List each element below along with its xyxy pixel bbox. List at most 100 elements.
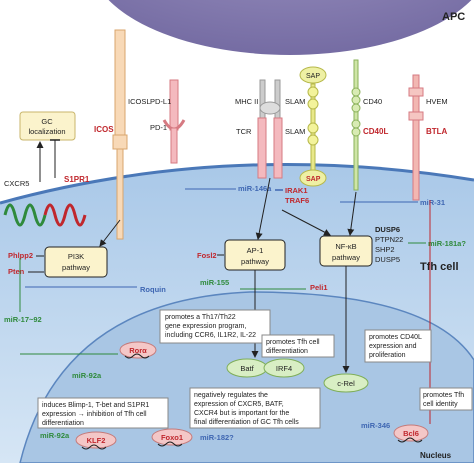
mir31-label: miR-31 — [420, 198, 445, 207]
note-rora: promotes a Th17/Th22 gene expression pro… — [159, 309, 271, 344]
tcr-to-nfkb-arrow — [281, 209, 331, 236]
shp2-label: SHP2 — [375, 245, 395, 254]
peli1-label: Peli1 — [310, 283, 328, 292]
bcl6-mrna — [397, 437, 423, 443]
s1pr1-label: S1PR1 — [64, 175, 90, 184]
tfh-membrane — [0, 163, 474, 205]
note-klf2-line-2: expression → inhibition of Tfh cell — [42, 411, 147, 418]
mhc2-left — [259, 79, 266, 121]
note-batf: promotes Tfh cell differentiation — [261, 334, 335, 358]
nfkb-label-1: NF-κB — [335, 242, 356, 251]
s1pr1-coil — [43, 203, 87, 227]
gc-localization-box — [19, 111, 76, 141]
ap1-label-1: AP-1 — [247, 246, 264, 255]
nucleus-label: Nucleus — [420, 451, 452, 460]
slam-right-label: SLAM — [285, 127, 305, 136]
mir182-label: miR-182? — [200, 433, 234, 442]
traf6-label: TRAF6 — [285, 196, 309, 205]
note-rora-line-2: gene expression program, — [165, 323, 246, 330]
note-crel-line-3: proliferation — [369, 352, 406, 359]
mir1792-label: miR-17~92 — [4, 315, 42, 324]
sap-top-shape — [299, 66, 327, 84]
note-klf2-line-1: induces Blimp-1, T-bet and S1PR1 — [42, 402, 149, 409]
note-rora-line-3: including CCR6, IL1R2, IL-22 — [165, 332, 256, 339]
ptpn22-label: PTPN22 — [375, 235, 403, 244]
dusp5-label: DUSP5 — [375, 255, 400, 264]
tfh-cell-label: Tfh cell — [420, 261, 459, 273]
note-batf-line-1: promotes Tfh cell — [266, 339, 320, 346]
cxcr5-label: CXCR5 — [4, 179, 29, 188]
tcr-alpha — [257, 117, 267, 179]
note-foxo1: negatively regulates the expression of C… — [189, 387, 321, 429]
hvem-label: HVEM — [426, 97, 448, 106]
cxcr5-coil — [3, 203, 47, 227]
phlpp2-label: Phlpp2 — [8, 251, 33, 260]
note-foxo1-line-4: final differentiation of GC Tfh cells — [194, 419, 299, 426]
icosl-receptor — [114, 29, 126, 141]
note-klf2-line-3: differentiation — [42, 420, 84, 427]
cd40-to-nfkb-arrow — [347, 191, 357, 236]
irak1-label: IRAK1 — [285, 186, 308, 195]
irf4-node — [263, 358, 305, 378]
pi3k-label-2: pathway — [62, 263, 90, 272]
foxo1-label: Foxo1 — [161, 433, 183, 442]
bcl6-label: Bcl6 — [403, 429, 419, 438]
tcr-beta — [273, 117, 283, 179]
tcr-label: TCR — [236, 127, 252, 136]
foxo1-mrna — [157, 441, 183, 447]
note-foxo1-line-1: negatively regulates the — [194, 392, 268, 399]
crel-node — [323, 373, 369, 393]
nfkb-label-2: pathway — [332, 253, 360, 262]
icosl-label: ICOSL — [128, 97, 151, 106]
bcl6-node — [393, 424, 429, 442]
note-bcl6-line-1: promotes Tfh — [423, 392, 464, 399]
apc-cell — [108, 0, 472, 55]
note-crel-line-1: promotes CD40L — [369, 334, 422, 341]
klf2-label: KLF2 — [87, 436, 106, 445]
sap-top-label: SAP — [306, 73, 320, 80]
ap1-label-2: pathway — [241, 257, 269, 266]
roquin-label: Roquin — [140, 285, 166, 294]
cd40-label: CD40 — [363, 97, 382, 106]
apc-label: APC — [442, 11, 465, 23]
foxo1-node — [151, 428, 193, 446]
pten-label: Pten — [8, 267, 25, 276]
mhc2-groove — [259, 101, 281, 115]
hvem-receptor — [408, 74, 424, 201]
irf4-label: IRF4 — [276, 364, 292, 373]
klf2-mrna — [81, 444, 107, 450]
note-crel-line-2: expression and — [369, 343, 417, 350]
pi3k-label-1: PI3K — [68, 252, 84, 261]
note-bcl6-line-2: cell identity — [423, 401, 458, 408]
sap-bottom-label: SAP — [306, 176, 321, 183]
btla-label: BTLA — [426, 127, 448, 136]
dusp6-label: DUSP6 — [375, 225, 400, 234]
fosl2-label: Fosl2 — [197, 251, 217, 260]
mir181a-label: miR-181a? — [428, 239, 466, 248]
icos-tail — [116, 148, 124, 240]
mir146a-label: miR-146a — [238, 184, 272, 193]
gc-label-2: localization — [28, 127, 65, 136]
pd1-label: PD-1 — [150, 123, 167, 132]
cd40-receptor — [351, 59, 361, 191]
pi3k-pathway-box — [44, 246, 108, 278]
pdl1-label: PD-L1 — [150, 97, 171, 106]
note-foxo1-line-2: expression of CXCR5, BATF, — [194, 401, 284, 408]
icos-to-pi3k-arrow — [99, 219, 121, 247]
icos-label: ICOS — [94, 125, 114, 134]
mhc2-label: MHC II — [235, 97, 258, 106]
cd40l-label: CD40L — [363, 127, 388, 136]
icos-receptor — [112, 134, 128, 150]
mhc2-right — [274, 79, 281, 121]
pd1-receptor — [170, 127, 178, 164]
mir92a-top-label: miR-92a — [72, 371, 102, 380]
note-klf2: induces Blimp-1, T-bet and S1PR1 express… — [37, 397, 169, 429]
mir92a-bottom-label: miR-92a — [40, 431, 70, 440]
crel-label: c-Rel — [337, 379, 355, 388]
batf-label: Batf — [240, 364, 254, 373]
slam-left-label: SLAM — [285, 97, 305, 106]
tcr-to-ap1-arrow — [255, 177, 271, 240]
rora-node — [119, 341, 157, 359]
